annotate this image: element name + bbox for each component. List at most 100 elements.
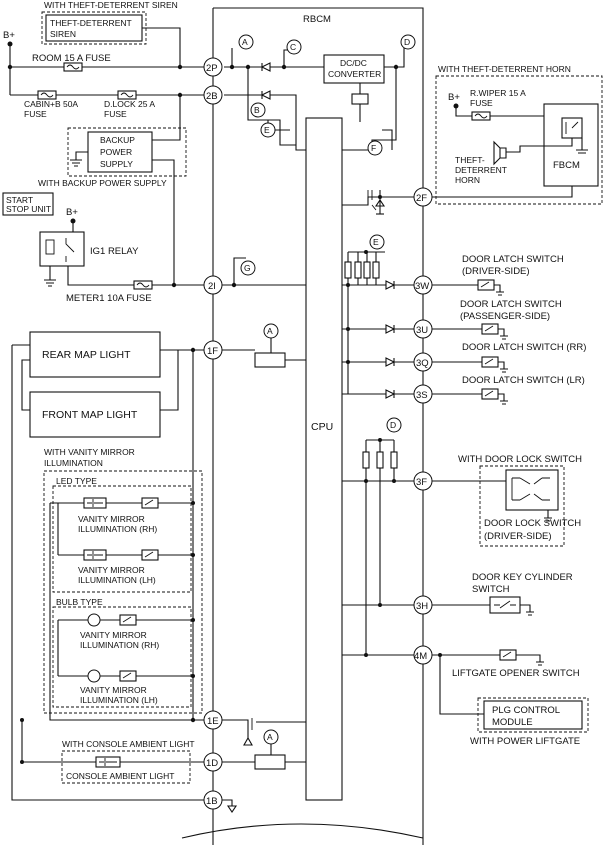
meter-fuse-label: METER1 10A FUSE: [66, 293, 152, 304]
marker-E1: E: [260, 122, 276, 138]
svg-text:F: F: [371, 143, 376, 153]
marker-D1: D: [400, 34, 416, 50]
vanity-bulb-rh-2: ILLUMINATION (RH): [80, 640, 159, 650]
theft-siren-group: WITH THEFT-DETERRENT SIREN THEFT-DETERRE…: [41, 0, 181, 67]
theft-horn-label-2: DETERRENT: [455, 165, 507, 175]
theft-horn-label-3: HORN: [455, 175, 480, 185]
rwiper-fuse-label-1: R.WIPER 15 A: [470, 88, 526, 98]
console-header: WITH CONSOLE AMBIENT LIGHT: [62, 739, 195, 749]
marker-A3: A: [263, 729, 279, 745]
svg-text:4M: 4M: [414, 651, 427, 662]
door-latch-passenger-1: DOOR LATCH SWITCH: [460, 299, 562, 310]
door-latch-rr: DOOR LATCH SWITCH (RR): [462, 342, 586, 353]
svg-text:2I: 2I: [208, 281, 216, 292]
horn-bplus-label: B+: [448, 92, 460, 103]
vanity-led-lh-1: VANITY MIRROR: [78, 565, 145, 575]
plg-label-2: MODULE: [492, 717, 533, 728]
svg-text:1F: 1F: [207, 346, 218, 357]
map-lights: REAR MAP LIGHT FRONT MAP LIGHT: [11, 331, 213, 801]
door-latch-passenger-2: (PASSENGER-SIDE): [460, 311, 550, 322]
vanity-led-lh-2: ILLUMINATION (LH): [78, 575, 156, 585]
connector-1F: 1F: [203, 340, 223, 360]
right-connectors: 2F 3W 3U 3Q 3S 3F 3H 4M: [413, 187, 433, 665]
backup-header: WITH BACKUP POWER SUPPLY: [38, 178, 167, 188]
door-key-cylinder-group: DOOR KEY CYLINDER SWITCH: [432, 572, 573, 616]
led-type-label: LED TYPE: [56, 476, 97, 486]
vanity-bulb-lh-2: ILLUMINATION (LH): [80, 695, 158, 705]
vanity-led-rh-2: ILLUMINATION (RH): [78, 524, 157, 534]
connector-3U: 3U: [413, 319, 433, 339]
rear-map-label: REAR MAP LIGHT: [42, 349, 131, 361]
connector-1E: 1E: [203, 710, 223, 730]
ig1-relay-group: B+ IG1 RELAY METER1 10A FUSE: [39, 207, 213, 304]
dlock-fuse-label-1: D.LOCK 25 A: [104, 99, 155, 109]
marker-A1: A: [238, 34, 254, 50]
svg-text:B: B: [254, 105, 260, 115]
cabin-fuse-label-1: CABIN+B 50A: [24, 99, 78, 109]
theft-horn-group: WITH THEFT-DETERRENT HORN B+ R.WIPER 15 …: [432, 64, 603, 205]
theft-siren-label-2: SIREN: [50, 29, 76, 39]
svg-text:G: G: [244, 263, 251, 273]
svg-text:A: A: [242, 37, 248, 47]
marker-E2: E: [369, 234, 385, 250]
svg-text:2P: 2P: [206, 63, 218, 74]
ig1-relay-label: IG1 RELAY: [90, 246, 139, 257]
bplus-label: B+: [3, 30, 15, 41]
svg-text:E: E: [264, 125, 270, 135]
connector-3S: 3S: [413, 384, 433, 404]
vanity-bulb-rh-1: VANITY MIRROR: [80, 630, 147, 640]
console-light-group: WITH CONSOLE AMBIENT LIGHT CONSOLE AMBIE…: [20, 718, 213, 784]
door-latch-driver-1: DOOR LATCH SWITCH: [462, 254, 564, 265]
svg-text:1B: 1B: [206, 796, 218, 807]
svg-text:A: A: [267, 732, 273, 742]
svg-text:1D: 1D: [206, 758, 218, 769]
bulb-type-label: BULB TYPE: [56, 597, 103, 607]
ig1-bplus-label: B+: [66, 207, 78, 218]
room-fuse-label: ROOM 15 A FUSE: [32, 53, 111, 64]
power-liftgate-label: WITH POWER LIFTGATE: [470, 736, 580, 747]
connector-3H: 3H: [413, 595, 433, 615]
connector-4M: 4M: [413, 645, 433, 665]
svg-text:3Q: 3Q: [416, 358, 429, 369]
rwiper-fuse-label-2: FUSE: [470, 98, 493, 108]
door-lock-header: WITH DOOR LOCK SWITCH: [458, 454, 582, 465]
front-map-label: FRONT MAP LIGHT: [42, 409, 138, 421]
svg-text:D: D: [390, 420, 396, 430]
svg-text:3H: 3H: [416, 601, 428, 612]
rbcm-left-wiring: [222, 257, 306, 813]
markers: A C D B E F G A A E D: [238, 34, 416, 745]
vanity-header-1: WITH VANITY MIRROR: [44, 447, 135, 457]
dcdc-label-1: DC/DC: [340, 58, 367, 68]
connector-2F: 2F: [413, 187, 433, 207]
svg-text:A: A: [267, 326, 273, 336]
marker-B: B: [250, 102, 266, 118]
svg-text:2B: 2B: [206, 91, 218, 102]
svg-text:D: D: [404, 37, 410, 47]
dlock-fuse-label-2: FUSE: [104, 109, 127, 119]
door-latch-switches: DOOR LATCH SWITCH (DRIVER-SIDE) DOOR LAT…: [432, 254, 586, 405]
connector-3F: 3F: [413, 471, 433, 491]
liftgate-group: LIFTGATE OPENER SWITCH PLG CONTROL MODUL…: [432, 649, 589, 747]
rbcm-right-wiring: [342, 190, 414, 657]
svg-text:3S: 3S: [416, 390, 428, 401]
theft-horn-label-1: THEFT-: [455, 155, 485, 165]
marker-C: C: [286, 39, 302, 55]
plg-label-1: PLG CONTROL: [492, 705, 560, 716]
left-connectors: 2P 2B 2I 1F 1E 1D 1B: [203, 57, 223, 810]
svg-text:C: C: [290, 42, 296, 52]
connector-1D: 1D: [203, 752, 223, 772]
marker-A2: A: [263, 323, 279, 339]
door-lock-switch-group: WITH DOOR LOCK SWITCH DOOR LOCK SWITCH (…: [432, 454, 582, 547]
start-stop-label-1: START: [6, 195, 33, 205]
connector-2P: 2P: [203, 57, 223, 77]
connector-2I: 2I: [203, 275, 223, 295]
marker-G: G: [240, 260, 256, 276]
svg-text:3F: 3F: [416, 477, 427, 488]
fbcm-label: FBCM: [553, 160, 580, 171]
door-latch-lr: DOOR LATCH SWITCH (LR): [462, 375, 585, 386]
cabin-fuse-label-2: FUSE: [24, 109, 47, 119]
svg-text:2F: 2F: [416, 193, 427, 204]
svg-text:3U: 3U: [416, 325, 428, 336]
